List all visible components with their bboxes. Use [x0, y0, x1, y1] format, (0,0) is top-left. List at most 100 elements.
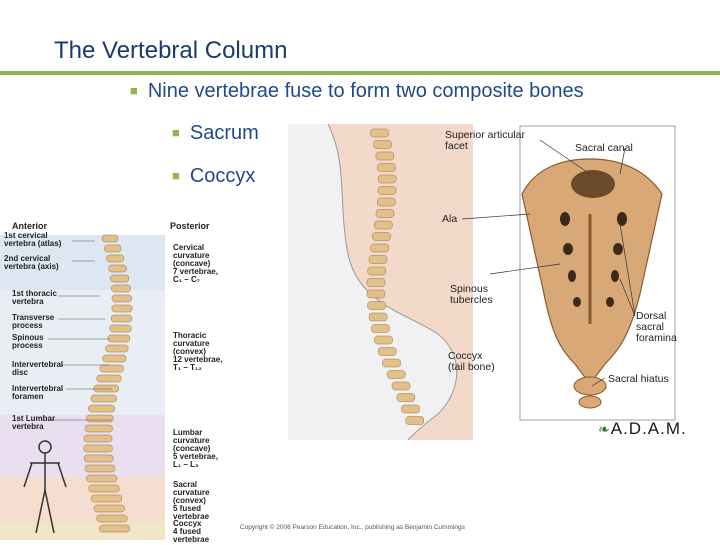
dorsal-foramina-label: Dorsal sacral foramina [636, 310, 677, 344]
vertebra [377, 163, 396, 172]
vertebra [106, 254, 125, 263]
vertebra [93, 504, 125, 513]
square-bullet-icon: ■ [172, 168, 180, 183]
vertebra [375, 209, 395, 218]
first-lumbar-label: 1st Lumbar vertebra [12, 414, 56, 431]
bullet-item: ■ Nine vertebrae fuse to form two composi… [130, 80, 584, 103]
sacral-canal-label: Sacral canal [575, 142, 633, 154]
vertebra [86, 474, 118, 483]
intervertebral-foramen-label: Intervertebral foramen [12, 384, 64, 401]
vertebra [111, 284, 131, 293]
vertebra [96, 374, 122, 383]
coccyx-curvature-label: Coccyx 4 fused vertebrae [173, 519, 210, 544]
bullet-text: Sacrum [189, 122, 259, 144]
vertebra [367, 301, 386, 310]
copyright-notice: Copyright © 2006 Pearson Education, Inc.… [240, 524, 465, 531]
ala-label: Ala [442, 213, 458, 225]
vertebra [102, 354, 127, 363]
vertebra [84, 424, 113, 433]
sacrum-figure: Superior articular facet Sacral canal Al… [440, 124, 720, 440]
vertebra [405, 416, 425, 425]
vertebra [99, 364, 124, 373]
vertebra [367, 266, 386, 276]
vertebra [368, 255, 388, 264]
adam-logo: ❧A.D.A.M. [598, 419, 687, 439]
bullet-text: Coccyx [189, 165, 256, 187]
intervertebral-disc-label: Intervertebral disc [12, 360, 64, 377]
vertebra [377, 197, 396, 207]
vertebra [382, 358, 401, 368]
vertebra [396, 393, 416, 402]
bullet-item: ■ Sacrum [172, 122, 259, 145]
vertebra [83, 434, 113, 443]
vertebra [101, 234, 119, 243]
spinous-process-label: Spinous process [12, 333, 44, 350]
lateral-spine-figure [288, 123, 473, 441]
vertebra [372, 232, 391, 241]
vertebra [401, 404, 420, 414]
sacral-curvature-label: Sacral curvature (convex) 5 fused verteb… [173, 480, 210, 521]
vertebra [366, 278, 386, 287]
vertebra [371, 324, 390, 333]
vertebra [104, 244, 122, 253]
sacrum-illustration [461, 125, 676, 421]
vertebra [110, 314, 133, 323]
transverse-process-label: Transverse process [12, 313, 55, 330]
spine-vertebrae [83, 234, 133, 533]
vertebra [377, 186, 397, 195]
lateral-spine-illustration [327, 123, 473, 441]
vertebra [375, 151, 395, 161]
vertebral-column-figure: Anterior Posterior 1st cervical vertebra… [0, 215, 240, 544]
leaf-icon: ❧ [598, 421, 611, 437]
vertebra [107, 334, 131, 343]
bullet-text: Nine vertebrae fuse to form two composit… [147, 80, 584, 102]
sacral-hiatus-label: Sacral hiatus [608, 373, 669, 385]
slide-title: The Vertebral Column [54, 37, 288, 64]
vertebra [377, 174, 397, 184]
vertebra [90, 394, 117, 403]
vertebra [374, 220, 393, 230]
spinous-tubercles-label: Spinous tubercles [450, 283, 493, 306]
posterior-label: Posterior [170, 221, 210, 231]
square-bullet-icon: ■ [172, 125, 180, 140]
vertebra [110, 274, 130, 283]
vertebra [83, 454, 114, 463]
vertebra [368, 312, 388, 322]
vertebra [84, 464, 116, 473]
vertebra [370, 243, 389, 253]
adam-logo-text: A.D.A.M. [610, 419, 687, 438]
cervical-curvature-label: Cervical curvature (concave) 7 vertebrae… [173, 243, 218, 284]
superior-facet-label: Superior articular facet [445, 129, 525, 152]
vertebra [373, 140, 392, 149]
vertebra [109, 324, 132, 333]
vertebra [391, 381, 411, 391]
lateral-vertebrae [366, 128, 425, 425]
vertebra [86, 414, 114, 423]
coccyx-label: Coccyx (tail bone) [448, 350, 495, 373]
vertebra [111, 294, 132, 303]
lumbar-curvature-label: Lumbar curvature (concave) 5 vertebrae, … [173, 428, 218, 469]
vertebra [93, 384, 120, 393]
atlas-label: 1st cervical vertebra (atlas) [4, 231, 62, 248]
vertebra [374, 335, 393, 345]
vertebra [91, 494, 122, 503]
square-bullet-icon: ■ [130, 83, 138, 98]
vertebra [99, 524, 131, 533]
bullet-item: ■ Coccyx [172, 165, 255, 188]
thoracic-curvature-label: Thoracic curvature (convex) 12 vertebrae… [173, 331, 223, 372]
vertebra [96, 514, 128, 523]
vertebra [88, 484, 120, 493]
vertebra [370, 128, 389, 138]
title-divider [0, 71, 720, 75]
vertebra [386, 370, 406, 379]
vertebral-column-illustration [0, 215, 240, 540]
vertebra [377, 347, 397, 356]
vertebra [366, 289, 386, 299]
vertebra [108, 264, 127, 273]
vertebra [83, 444, 113, 453]
anterior-label: Anterior [12, 221, 48, 231]
first-thoracic-label: 1st thoracic vertebra [12, 289, 57, 306]
vertebra [111, 304, 133, 313]
axis-label: 2nd cervical vertebra (axis) [4, 254, 59, 271]
vertebra [88, 404, 115, 413]
